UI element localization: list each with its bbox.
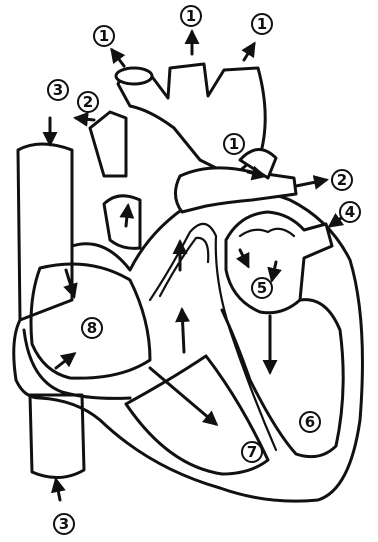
svg-text:2: 2 (83, 93, 93, 111)
svg-text:8: 8 (87, 319, 97, 337)
label-1-top-left: 1 (94, 26, 114, 46)
pulmonary-vein-left (90, 112, 126, 176)
label-6: 6 (300, 412, 320, 432)
label-7: 7 (242, 442, 262, 462)
svg-text:5: 5 (257, 279, 267, 297)
label-5: 5 (252, 278, 272, 298)
svg-text:1: 1 (229, 135, 239, 153)
label-4: 4 (340, 202, 360, 222)
svg-text:1: 1 (257, 15, 267, 33)
svg-text:6: 6 (305, 413, 315, 431)
left-atrium (226, 212, 332, 313)
svg-text:3: 3 (59, 515, 69, 533)
svg-text:2: 2 (337, 171, 347, 189)
label-3-top: 3 (48, 80, 68, 100)
vena-cava (14, 144, 84, 478)
label-1-arch: 1 (224, 134, 244, 154)
svg-text:4: 4 (345, 203, 355, 221)
label-3-bottom: 3 (54, 514, 74, 534)
svg-text:3: 3 (53, 81, 63, 99)
svg-text:1: 1 (99, 27, 109, 45)
label-2-right: 2 (332, 170, 352, 190)
label-2-left: 2 (78, 92, 98, 112)
label-1-top-center: 1 (181, 6, 201, 26)
label-1-top-right: 1 (252, 14, 272, 34)
svg-text:7: 7 (247, 443, 257, 461)
left-ventricle (222, 300, 343, 457)
aortic-valve (104, 196, 140, 249)
svg-text:1: 1 (186, 7, 196, 25)
label-8: 8 (82, 318, 102, 338)
